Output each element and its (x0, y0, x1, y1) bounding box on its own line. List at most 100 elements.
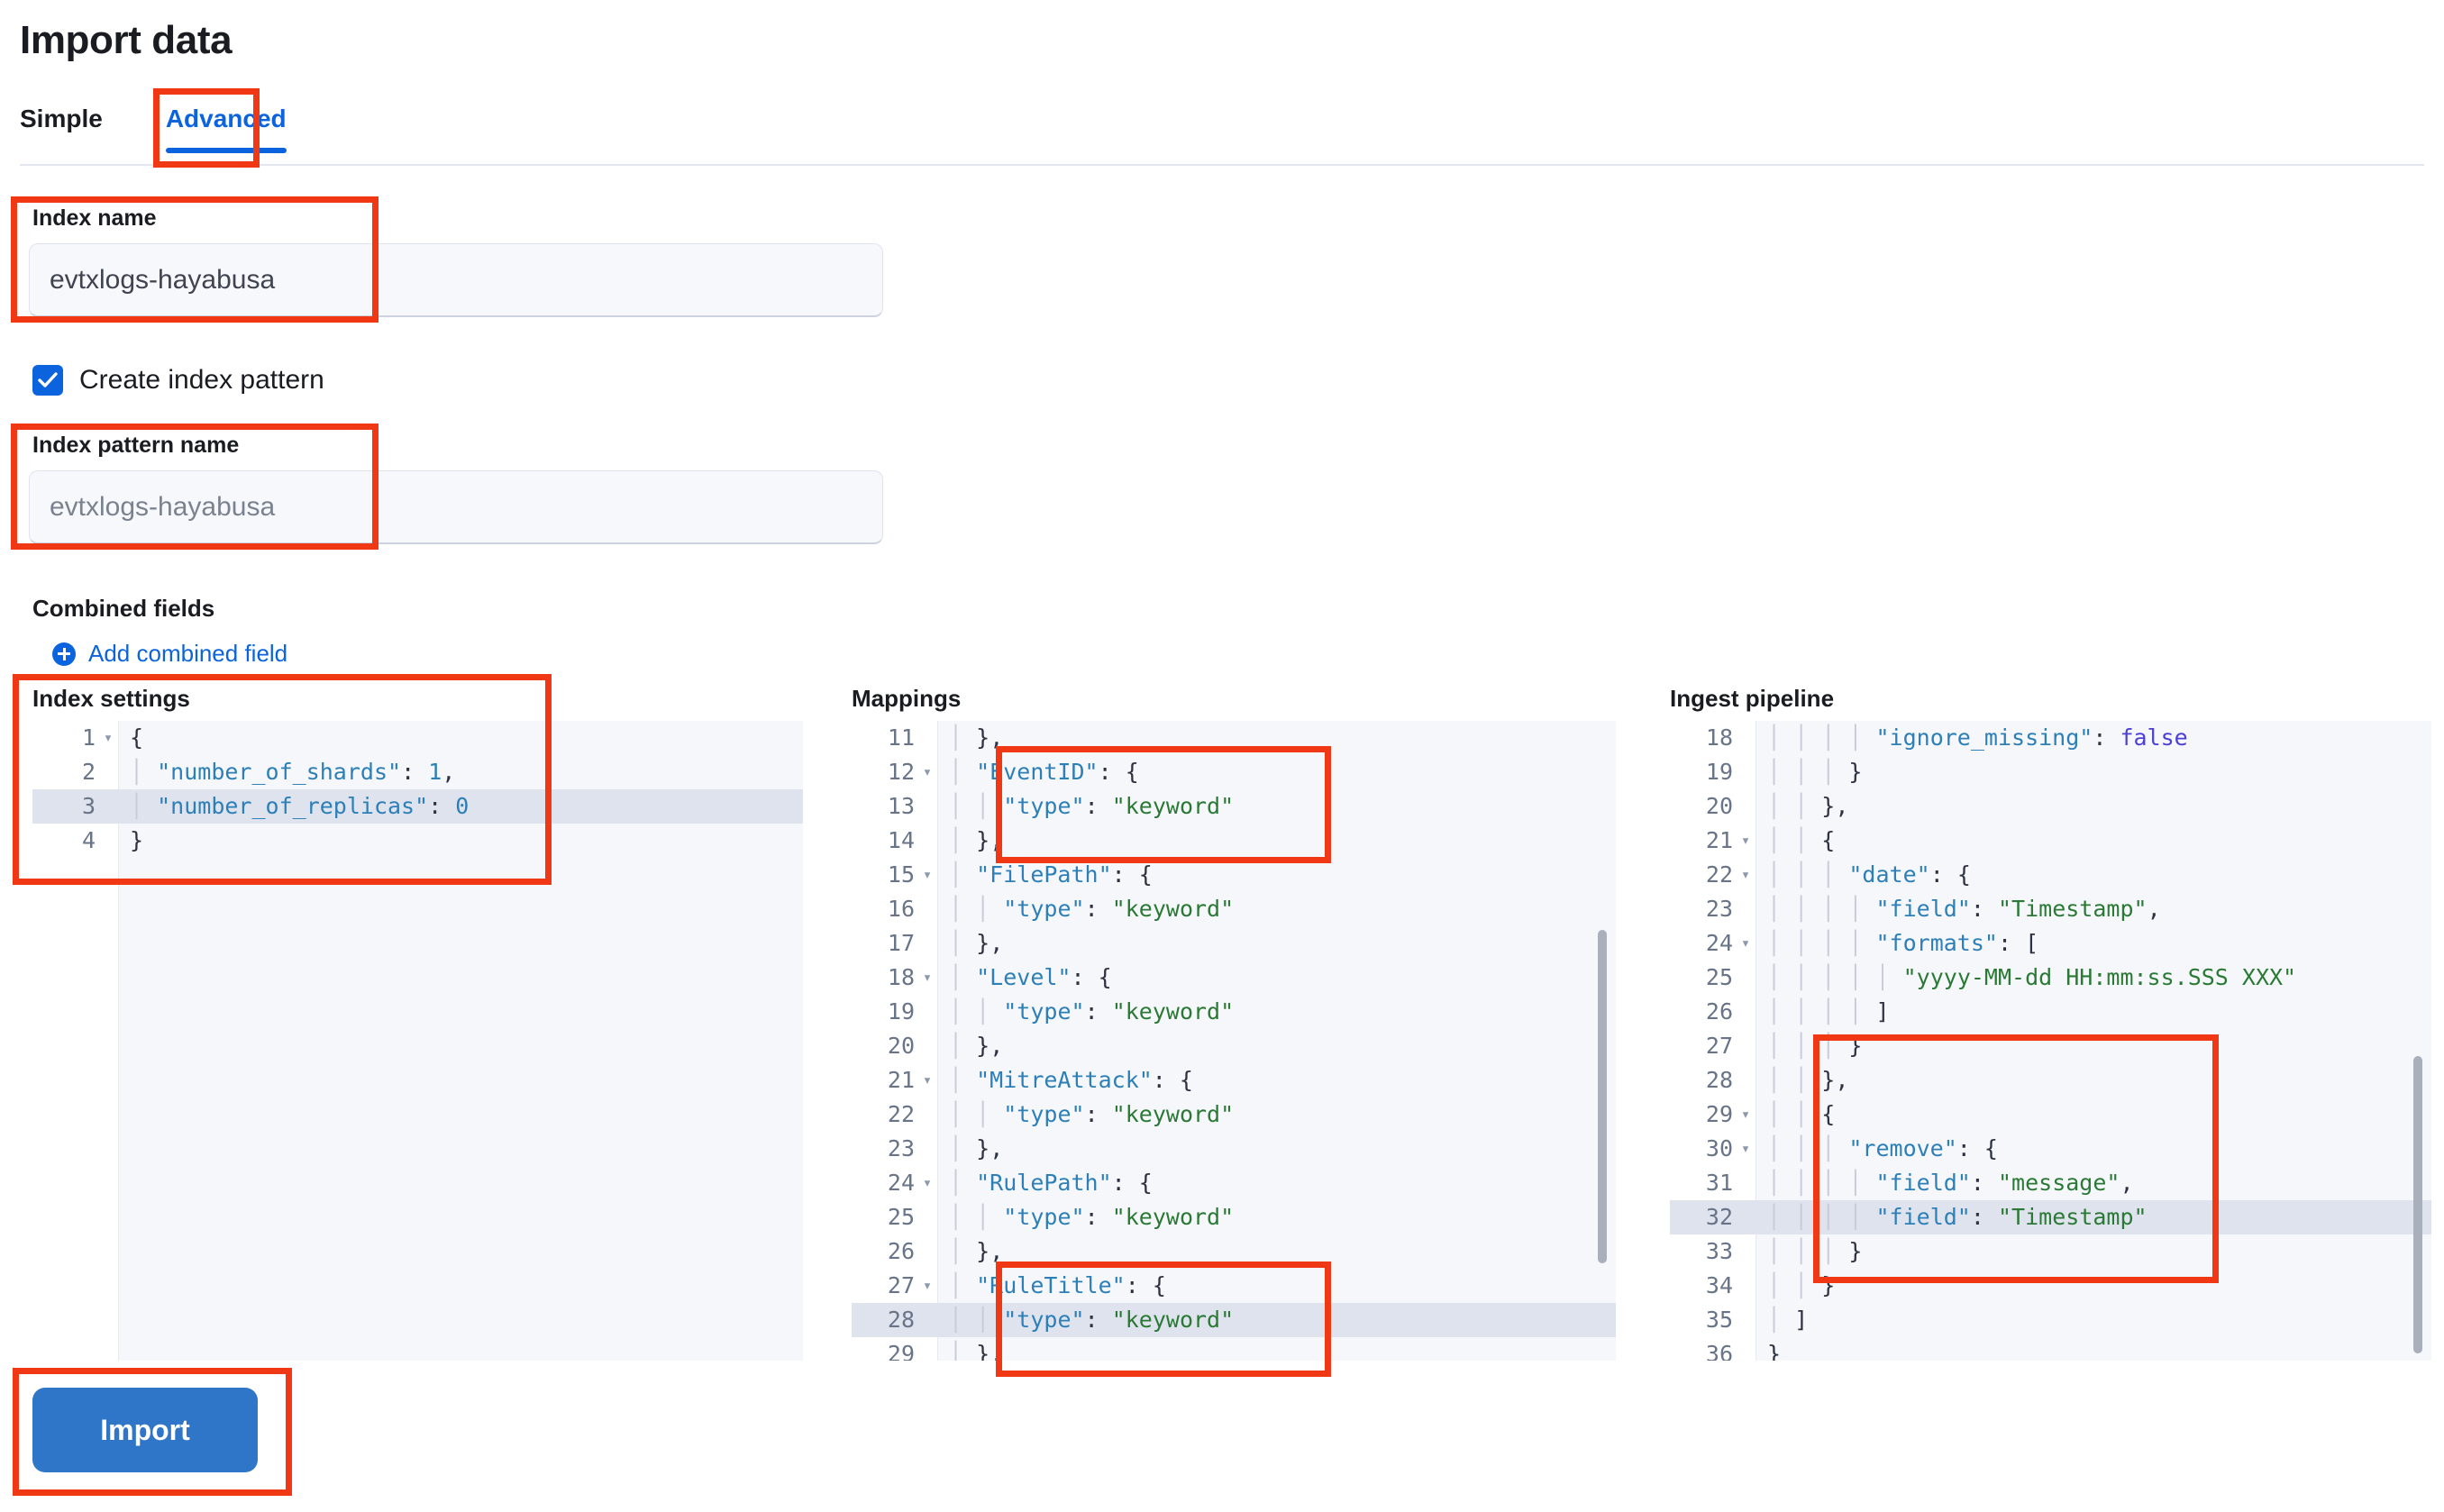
line-number: 21 (1705, 827, 1733, 853)
fold-arrow-icon[interactable]: ▾ (922, 866, 933, 884)
code-text: │ │ } (1767, 1272, 1836, 1298)
code-text: │ ] (1767, 1307, 1809, 1333)
code-line[interactable]: 20│ │ }, (1670, 789, 2431, 824)
code-text: │ │ │ │ "field": "message", (1767, 1170, 2134, 1196)
line-number: 29 (887, 1341, 915, 1361)
code-line[interactable]: 36} (1670, 1337, 2431, 1361)
code-line[interactable]: 22▾│ │ │ "date": { (1670, 858, 2431, 892)
code-line[interactable]: 21▾│ "MitreAttack": { (852, 1063, 1616, 1098)
code-text: │ │ │ │ "formats": [ (1767, 930, 2039, 956)
code-line[interactable]: 27▾│ "RuleTitle": { (852, 1269, 1616, 1303)
line-number: 33 (1705, 1238, 1733, 1264)
tab-simple[interactable]: Simple (20, 105, 103, 132)
fold-arrow-icon[interactable]: ▾ (1740, 934, 1751, 952)
fold-arrow-icon[interactable]: ▾ (922, 1071, 933, 1089)
add-combined-field-link[interactable]: Add combined field (52, 640, 287, 668)
code-line[interactable]: 29▾│ │ { (1670, 1098, 2431, 1132)
code-text: │ │ { (1767, 827, 1836, 853)
fold-arrow-icon[interactable]: ▾ (1740, 1106, 1751, 1124)
code-line[interactable]: 12▾│ "EventID": { (852, 755, 1616, 789)
code-text: │ │ }, (1767, 793, 1849, 819)
mappings-scrollbar[interactable] (1598, 930, 1607, 1263)
code-line[interactable]: 27│ │ │ } (1670, 1029, 2431, 1063)
code-line[interactable]: 14│ }, (852, 824, 1616, 858)
code-line[interactable]: 18│ │ │ │ "ignore_missing": false (1670, 721, 2431, 755)
code-line[interactable]: 31│ │ │ │ "field": "message", (1670, 1166, 2431, 1200)
code-line[interactable]: 13 │ │ "type": "keyword" (852, 789, 1616, 824)
index-pattern-name-input[interactable]: evtxlogs-hayabusa (29, 470, 883, 544)
code-line[interactable]: 26│ │ │ │ ] (1670, 995, 2431, 1029)
code-text: │ │ "type": "keyword" (949, 1307, 1235, 1333)
import-button[interactable]: Import (32, 1388, 258, 1472)
code-line[interactable]: 32│ │ │ │ "field": "Timestamp" (1670, 1200, 2431, 1234)
plus-circle-icon (52, 642, 76, 666)
mappings-title: Mappings (852, 685, 962, 712)
ingest-pipeline-title: Ingest pipeline (1670, 685, 1835, 712)
code-line[interactable]: 11│ }, (852, 721, 1616, 755)
fold-arrow-icon[interactable]: ▾ (922, 969, 933, 987)
code-text: │ │ │ "remove": { (1767, 1135, 1998, 1161)
create-index-pattern-checkbox[interactable]: Create index pattern (32, 365, 324, 396)
fold-arrow-icon[interactable]: ▾ (922, 1174, 933, 1192)
code-line[interactable]: 34│ │ } (1670, 1269, 2431, 1303)
code-line[interactable]: 30▾│ │ │ "remove": { (1670, 1132, 2431, 1166)
line-number: 4 (81, 827, 96, 853)
code-line[interactable]: 23│ }, (852, 1132, 1616, 1166)
code-line[interactable]: 16 │ │ "type": "keyword" (852, 892, 1616, 926)
fold-arrow-icon[interactable]: ▾ (922, 1277, 933, 1295)
code-line[interactable]: 18▾│ "Level": { (852, 961, 1616, 995)
code-line[interactable]: 21 ▾ │ │ { (1670, 824, 2431, 858)
code-line[interactable]: 25│ │ "type": "keyword" (852, 1200, 1616, 1234)
index-name-input[interactable]: evtxlogs-hayabusa (29, 243, 883, 317)
code-line[interactable]: 29│ }, (852, 1337, 1616, 1361)
code-line[interactable]: 24▾│ "RulePath": { (852, 1166, 1616, 1200)
code-line[interactable]: 22│ │ "type": "keyword" (852, 1098, 1616, 1132)
code-line[interactable]: 4} (32, 824, 803, 858)
line-number: 13 (887, 793, 915, 819)
code-text: │ │ "type": "keyword" (949, 793, 1235, 819)
code-line[interactable]: 33 │ │ │ } (1670, 1234, 2431, 1269)
line-number: 25 (1705, 964, 1733, 990)
code-line[interactable]: 15▾│ "FilePath": { (852, 858, 1616, 892)
index-name-label: Index name (32, 205, 157, 231)
code-line[interactable]: 23│ │ │ │ "field": "Timestamp", (1670, 892, 2431, 926)
code-line[interactable]: 2│ "number_of_shards": 1, (32, 755, 803, 789)
code-line[interactable]: 19│ │ "type": "keyword" (852, 995, 1616, 1029)
mappings-editor[interactable]: 11│ },12▾│ "EventID": {13│ │ "type": "ke… (852, 721, 1616, 1361)
fold-arrow-icon[interactable]: ▾ (1740, 866, 1751, 884)
line-number: 15 (887, 861, 915, 888)
code-line[interactable]: 25│ │ │ │ │ "yyyy-MM-dd HH:mm:ss.SSS XXX… (1670, 961, 2431, 995)
ingest-pipeline-scrollbar[interactable] (2413, 1056, 2422, 1353)
add-combined-field-label: Add combined field (88, 640, 288, 667)
code-text: │ │ "type": "keyword" (949, 896, 1235, 922)
tab-advanced[interactable]: Advanced (132, 99, 314, 153)
code-text: │ │ { (1767, 1101, 1836, 1127)
code-text: │ │ │ } (1767, 1238, 1863, 1264)
code-line[interactable]: 19│ │ │ } (1670, 755, 2431, 789)
fold-arrow-icon[interactable]: ▾ (103, 729, 114, 747)
fold-arrow-icon[interactable]: ▾ (922, 763, 933, 781)
code-line[interactable]: 28│ │ }, (1670, 1063, 2431, 1098)
code-text: │ }, (949, 930, 1004, 956)
code-text: │ "EventID": { (949, 759, 1139, 785)
code-line[interactable]: 28│ │ "type": "keyword" (852, 1303, 1616, 1337)
line-number: 3 (81, 793, 96, 819)
index-settings-editor[interactable]: 1▾{2│ "number_of_shards": 1,3│ "number_o… (32, 721, 803, 1361)
line-number: 18 (887, 964, 915, 990)
fold-arrow-icon[interactable]: ▾ (1740, 1140, 1751, 1158)
line-number: 24 (887, 1170, 915, 1196)
code-text: │ │ "type": "keyword" (949, 1101, 1235, 1127)
code-line[interactable]: 24▾│ │ │ │ "formats": [ (1670, 926, 2431, 961)
line-number: 16 (887, 896, 915, 922)
code-line[interactable]: 20│ }, (852, 1029, 1616, 1063)
line-number: 25 (887, 1204, 915, 1230)
line-number: 26 (1705, 998, 1733, 1025)
code-line[interactable]: 35│ ] (1670, 1303, 2431, 1337)
code-line[interactable]: 3│ "number_of_replicas": 0 (32, 789, 803, 824)
fold-arrow-icon[interactable]: ▾ (1740, 832, 1751, 850)
code-line[interactable]: 17│ }, (852, 926, 1616, 961)
code-line[interactable]: 26│ }, (852, 1234, 1616, 1269)
code-line[interactable]: 1▾{ (32, 721, 803, 755)
line-number: 23 (887, 1135, 915, 1161)
